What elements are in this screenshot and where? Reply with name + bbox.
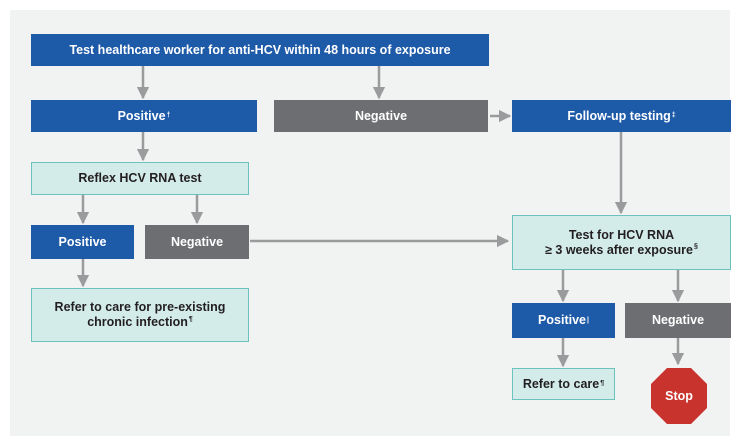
rna-test-node: Test for HCV RNA ≥ 3 weeks after exposur… [512,215,731,270]
stop-label: Stop [665,389,693,403]
reflex-rna-node: Reflex HCV RNA test [31,162,249,195]
rna-test-line2: ≥ 3 weeks after exposure [545,242,693,257]
negative-node-2: Negative [145,225,249,259]
followup-testing-label: Follow-up testing [567,108,671,123]
negative-node-2-label: Negative [170,234,224,249]
rna-test-mark: § [694,243,698,251]
positive-node-1: Positive† [31,100,257,132]
test-hcw-node: Test healthcare worker for anti-HCV with… [31,34,489,66]
positive-node-3: Positive| [512,303,615,338]
refer-preexisting-line2: chronic infection [87,315,188,329]
positive-node-2: Positive [31,225,134,259]
negative-node-1: Negative [274,100,488,132]
refer-preexisting-node: Refer to care for pre-existing chronic i… [31,288,249,342]
rna-test-line1: Test for HCV RNA [568,227,675,242]
refer-preexisting-mark: ¶ [188,315,193,323]
positive-node-1-label: Positive [117,108,166,123]
refer-care-label: Refer to care [522,376,600,391]
stop-sign-icon [651,368,707,424]
followup-testing-node: Follow-up testing‡ [512,100,731,132]
stop-sign: Stop [650,367,708,425]
refer-care-node: Refer to care¶ [512,368,615,400]
negative-node-1-label: Negative [354,108,408,123]
refer-preexisting-line1: Refer to care for pre-existing [54,300,226,314]
negative-node-3: Negative [625,303,731,338]
positive-node-2-label: Positive [58,234,107,249]
reflex-rna-label: Reflex HCV RNA test [78,171,202,185]
test-hcw-label: Test healthcare worker for anti-HCV with… [69,42,451,57]
negative-node-3-label: Negative [651,313,705,327]
positive-node-3-label: Positive [538,313,586,327]
